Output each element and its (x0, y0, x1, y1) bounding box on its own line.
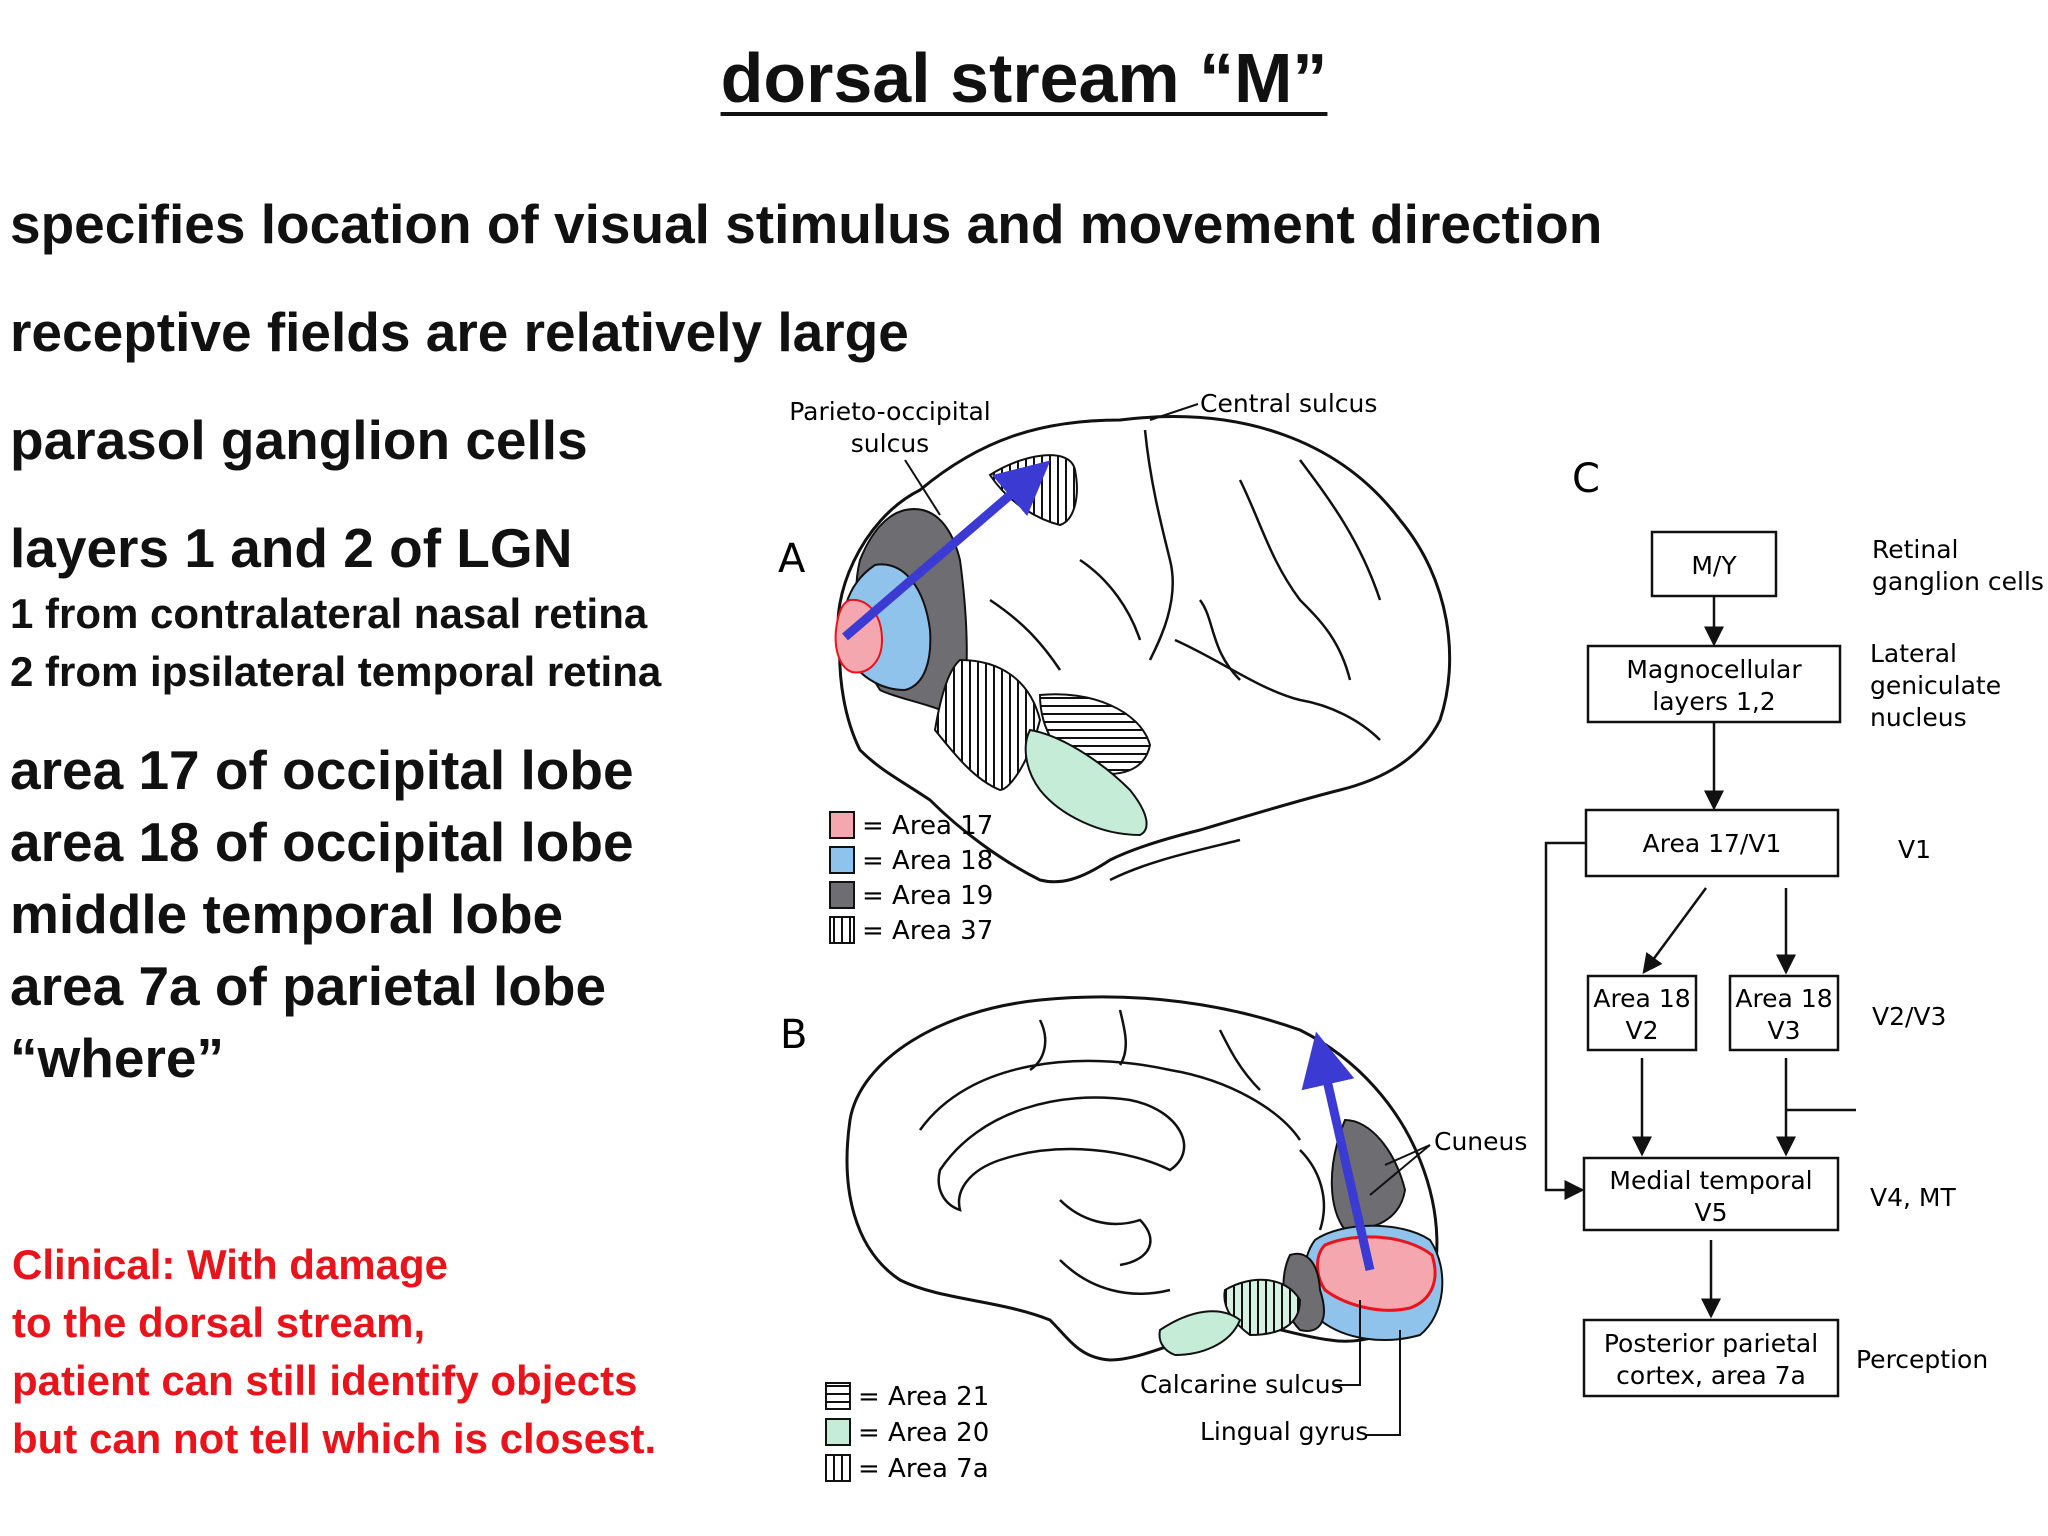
bullet-lgn-layers: layers 1 and 2 of LGN (10, 517, 573, 579)
bullet-middle-temporal: middle temporal lobe (10, 883, 564, 945)
box-area-18-v3 (1728, 974, 1840, 1052)
label-central-sulcus: Central sulcus (1200, 389, 1377, 418)
lateral-sulci (989, 429, 1382, 882)
box-magno-label-2: layers 1,2 (1652, 687, 1775, 716)
side-retinal-1: Retinal (1872, 535, 1959, 564)
clinical-line-4: but can not tell which is closest. (12, 1415, 657, 1462)
legend-area-19: = Area 19 (862, 881, 993, 911)
box-magno-label-1: Magnocellular (1626, 655, 1802, 684)
side-v4mt: V4, MT (1870, 1183, 1956, 1212)
side-lgn-1: Lateral (1870, 639, 1957, 668)
legend-swatch-area-7a (825, 1454, 851, 1482)
lateral-dorsal-arrow (842, 460, 1051, 641)
clinical-note: Clinical: With damage to the dorsal stre… (12, 1236, 656, 1468)
legend-swatch-area-21 (825, 1382, 851, 1410)
box-pp-label-2: cortex, area 7a (1616, 1361, 1806, 1390)
bullet-location: specifies location of visual stimulus an… (10, 193, 1603, 255)
legend-swatch-area-19 (829, 881, 855, 909)
side-lgn-3: nucleus (1870, 703, 1967, 732)
box-area-18-v2 (1586, 974, 1698, 1052)
legend-area-20: = Area 20 (858, 1418, 989, 1448)
box-magnocellular (1586, 644, 1842, 724)
bullet-where: “where” (10, 1027, 224, 1089)
side-v2v3: V2/V3 (1872, 1002, 1946, 1031)
box-mt-label-2: V5 (1694, 1198, 1727, 1227)
box-mt-label-1: Medial temporal (1609, 1166, 1812, 1195)
legend-area-7a: = Area 7a (858, 1454, 989, 1484)
legend-swatch-area-18 (829, 846, 855, 874)
clinical-line-3: patient can still identify objects (12, 1357, 638, 1404)
panel-c-letter: C (1572, 456, 1600, 502)
panel-a-lateral-brain: A Parieto-occipital sulcus (778, 389, 1452, 946)
side-perception: Perception (1856, 1345, 1988, 1374)
lateral-area-37 (933, 658, 1042, 792)
panel-b-letter: B (780, 1012, 807, 1058)
leader-cuneus-1 (1384, 1144, 1431, 1166)
clinical-line-2: to the dorsal stream, (12, 1299, 426, 1346)
leader-calcarine (1335, 1300, 1361, 1386)
panel-b-medial-brain: B Cuneus Calcarine sulcus (780, 995, 1527, 1484)
leader-cuneus-2 (1369, 1144, 1431, 1196)
label-cuneus: Cuneus (1434, 1127, 1527, 1156)
legend-swatch-area-17 (829, 811, 855, 839)
side-retinal-2: ganglion cells (1872, 567, 2044, 596)
medial-area-17 (1316, 1235, 1437, 1312)
legend-area-17: = Area 17 (862, 811, 993, 841)
legend-b: = Area 21 = Area 20 = Area 7a (825, 1382, 989, 1484)
lateral-area-20 (1024, 728, 1148, 837)
label-parieto-occipital: Parieto-occipital (789, 397, 991, 426)
arrow-v1-to-v2 (1642, 887, 1708, 975)
medial-sulci (918, 1009, 1326, 1295)
label-calcarine-sulcus: Calcarine sulcus (1140, 1370, 1344, 1399)
leader-parieto (904, 459, 941, 516)
leader-central (1149, 403, 1199, 421)
box-pp-label-1: Posterior parietal (1604, 1329, 1818, 1358)
bullet-area-7a: area 7a of parietal lobe (10, 955, 607, 1017)
box-my (1650, 530, 1778, 598)
bullet-area-17: area 17 of occipital lobe (10, 739, 634, 801)
box-medial-temporal (1582, 1156, 1840, 1232)
box-v1-label: Area 17/V1 (1643, 829, 1782, 858)
bullet-layer-2: 2 from ipsilateral temporal retina (10, 648, 662, 695)
legend-swatch-area-20 (825, 1418, 851, 1446)
side-lgn-2: geniculate (1870, 671, 2001, 700)
leader-lingual (1365, 1330, 1401, 1436)
medial-area-20 (1158, 1310, 1242, 1357)
legend-swatch-area-37 (829, 916, 855, 944)
box-v2-label-1: Area 18 (1593, 984, 1690, 1013)
legend-area-21: = Area 21 (858, 1382, 989, 1412)
bullet-layer-1: 1 from contralateral nasal retina (10, 590, 648, 637)
label-parieto-sulcus: sulcus (851, 429, 929, 458)
bullet-receptive-fields: receptive fields are relatively large (10, 301, 909, 363)
box-v3-label-2: V3 (1767, 1016, 1800, 1045)
slide-title: dorsal stream “M” (720, 39, 1328, 117)
bullet-area-18: area 18 of occipital lobe (10, 811, 634, 873)
clinical-line-1: Clinical: With damage (12, 1241, 449, 1288)
box-v3-label-1: Area 18 (1735, 984, 1832, 1013)
legend-area-37: = Area 37 (862, 916, 993, 946)
corpus-callosum (937, 1096, 1186, 1212)
label-lingual-gyrus: Lingual gyrus (1200, 1417, 1368, 1446)
panel-c-flowchart: C M/Y Magnocellular layers 1,2 Area 17/V… (1544, 456, 2044, 1398)
box-v2-label-2: V2 (1625, 1016, 1658, 1045)
medial-dorsal-arrow (1301, 1031, 1375, 1271)
box-my-label: M/Y (1691, 551, 1737, 580)
panel-a-letter: A (778, 536, 806, 582)
side-v1: V1 (1898, 835, 1931, 864)
legend-a: = Area 17 = Area 18 = Area 19 = Area 37 (829, 811, 993, 946)
box-posterior-parietal (1582, 1318, 1840, 1398)
legend-area-18: = Area 18 (862, 846, 993, 876)
arrow-v1-bypass-to-mt (1544, 841, 1586, 1200)
bullet-parasol: parasol ganglion cells (10, 409, 588, 471)
